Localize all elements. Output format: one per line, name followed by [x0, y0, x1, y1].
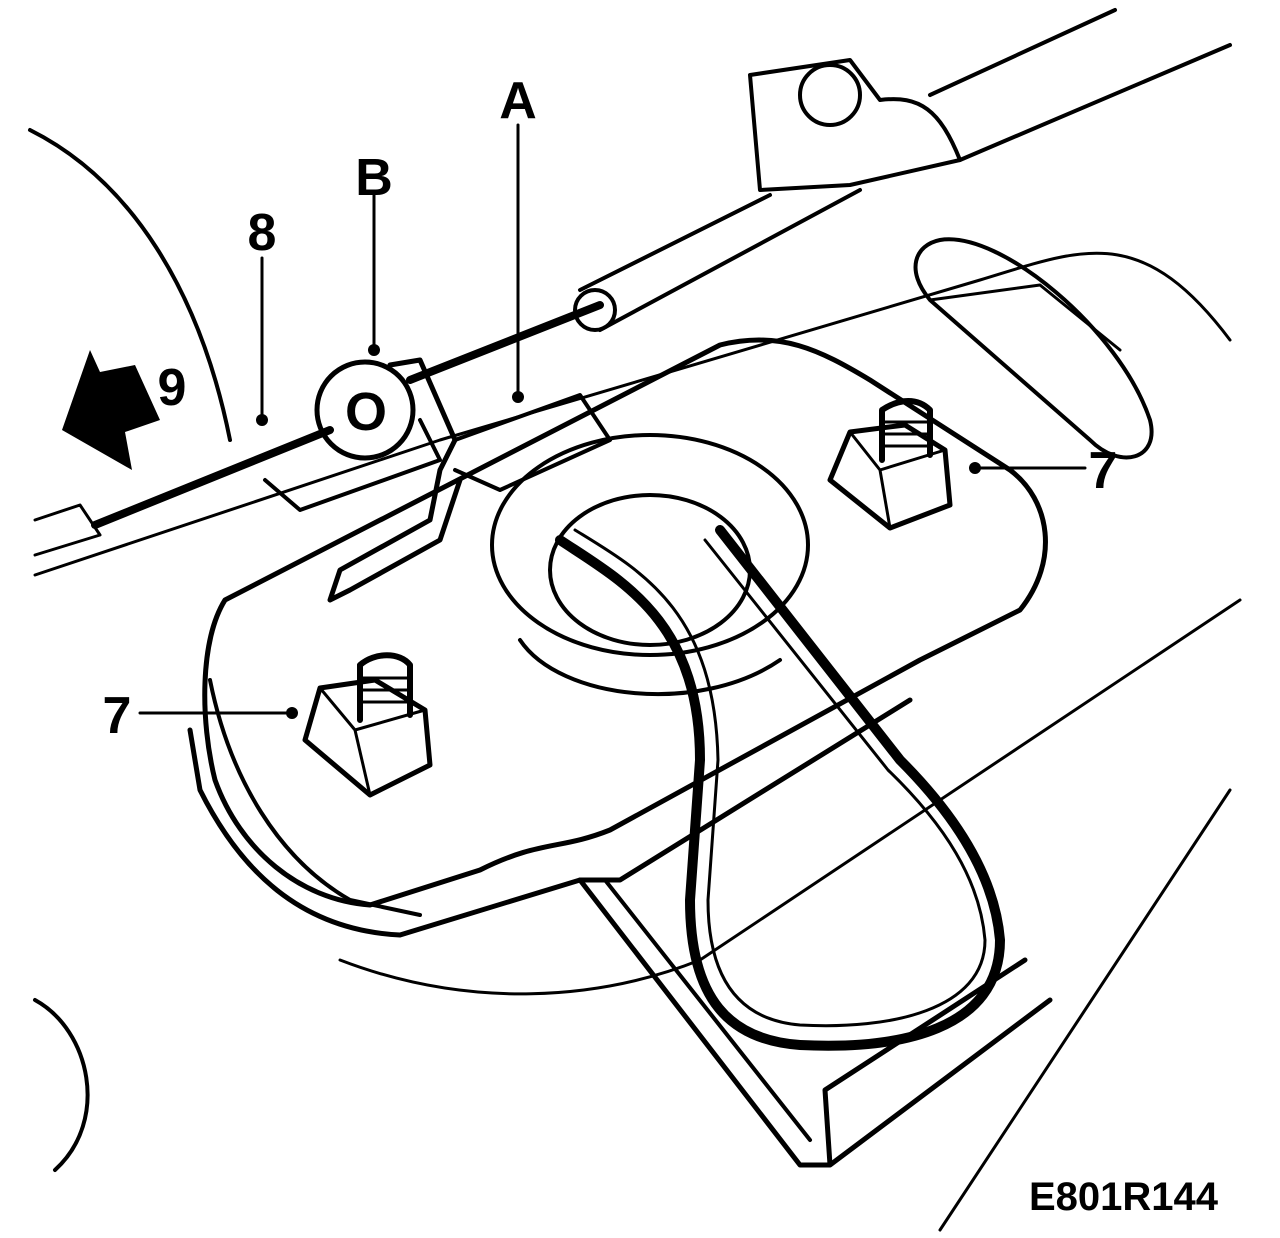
- callout-9: 9: [158, 359, 187, 417]
- cable-8: [91, 426, 334, 529]
- clamp-b-hole: O: [345, 382, 387, 442]
- nut-right-face: [848, 430, 947, 530]
- cable-8-outline: [33, 503, 102, 557]
- clamp-plate: [263, 418, 442, 512]
- stud-right: [879, 398, 933, 463]
- hairpin-spring: [555, 525, 1005, 1051]
- nut-left-face: [318, 686, 427, 797]
- figure-code: E801R144: [1029, 1175, 1219, 1219]
- mounting-plate-lower: [187, 697, 913, 938]
- leader-a-dot: [512, 391, 524, 403]
- leader-7-left-dot: [286, 707, 298, 719]
- mounting-plate-rim: [208, 678, 422, 917]
- lower-channel: [577, 877, 1053, 1168]
- slot-inner: [928, 283, 1122, 352]
- right-diagonal: [938, 788, 1232, 1232]
- callout-8: 8: [248, 204, 277, 262]
- tube-end: [573, 288, 617, 332]
- cable-upper: [406, 301, 604, 384]
- lower-channel-inner: [603, 878, 812, 1142]
- upper-bracket-hole: [798, 63, 862, 127]
- tube: [578, 188, 862, 332]
- stud-left-threads: [360, 676, 410, 704]
- leader-8-dot: [256, 414, 268, 426]
- leader-b-dot: [368, 344, 380, 356]
- lever-a: [327, 357, 463, 603]
- callout-a: A: [499, 72, 537, 130]
- callout-7-left: 7: [103, 687, 132, 745]
- bottom-left-arc: [33, 998, 90, 1172]
- stud-right-threads: [882, 420, 930, 448]
- body-outline-lower: [338, 598, 1242, 996]
- clamp-b: [314, 359, 416, 461]
- left-panel-edge: [28, 128, 232, 442]
- callout-b: B: [355, 149, 393, 207]
- body-outline: [33, 251, 1232, 577]
- boss-lower: [518, 638, 782, 697]
- leader-7-right-dot: [969, 462, 981, 474]
- hairpin-spring-inner: [573, 528, 987, 1028]
- boss-outer: [490, 433, 810, 657]
- boss-inner: [548, 493, 752, 647]
- upper-rod: [928, 8, 1232, 162]
- stud-left: [357, 652, 413, 723]
- slot: [913, 237, 1154, 460]
- mounting-plate: [202, 337, 1048, 908]
- direction-arrow-icon: [62, 350, 160, 470]
- callout-7-right: 7: [1089, 442, 1118, 500]
